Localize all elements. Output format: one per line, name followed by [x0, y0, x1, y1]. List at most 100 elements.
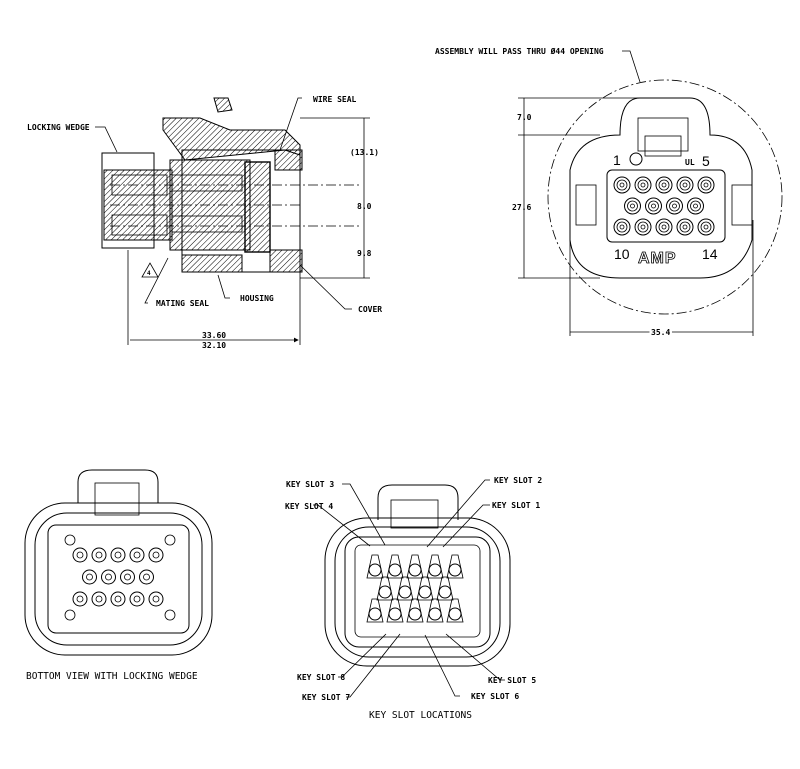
pin-cavity — [616, 221, 628, 233]
pin-cavity — [672, 203, 677, 209]
side-section-view: 4 LOCKING WEDGE WIRE SEAL MATING SEAL HO… — [27, 95, 382, 350]
pin-cavity — [700, 179, 712, 191]
pin-cavity — [428, 607, 442, 621]
label-key-slot-7: KEY SLOT 7 — [302, 693, 350, 702]
pin-cavity — [72, 591, 88, 607]
pin-cavity — [148, 591, 164, 607]
pin-cavity — [86, 573, 93, 581]
cavity-1-number: 1 — [613, 152, 621, 168]
label-key-slot-1: KEY SLOT 1 — [492, 501, 540, 510]
pin-cavity — [690, 200, 701, 212]
pin-cavity — [661, 182, 667, 188]
pin-cavity — [152, 595, 160, 603]
pin-cavity — [110, 591, 126, 607]
cavity-10-number: 10 — [614, 246, 630, 262]
pin-cavity — [416, 576, 434, 601]
pin-cavity — [627, 200, 638, 212]
pin-cavity — [682, 224, 688, 230]
pin-cavity — [658, 179, 670, 191]
label-key-slot-2: KEY SLOT 2 — [494, 476, 542, 485]
pin-cavity — [114, 551, 122, 559]
pin-cavity — [645, 197, 662, 215]
pin-cavity — [388, 607, 402, 621]
pin-cavity — [616, 179, 628, 191]
pin-cavity — [101, 569, 116, 585]
pin-cavity — [114, 595, 122, 603]
amp-logo: AMP — [638, 250, 677, 267]
pin-cavity — [366, 554, 384, 579]
pin-cavity — [634, 176, 652, 194]
pin-cavity — [651, 203, 656, 209]
pin-cavity — [679, 179, 691, 191]
pin-cavity — [446, 554, 464, 579]
pin-cavity — [124, 573, 131, 581]
opening-note: ASSEMBLY WILL PASS THRU Ø44 OPENING — [435, 46, 604, 56]
pin-cavity — [133, 551, 141, 559]
pin-cavity — [398, 585, 412, 599]
pin-cavity — [648, 200, 659, 212]
pin-cavity — [91, 547, 107, 563]
pin-cavity — [630, 203, 635, 209]
pin-cavity — [703, 182, 709, 188]
pin-cavity — [368, 563, 382, 577]
pin-cavity — [697, 176, 715, 194]
pin-cavity — [91, 591, 107, 607]
pin-cavity — [703, 224, 709, 230]
pin-cavity — [634, 218, 652, 236]
label-key-slot-6: KEY SLOT 6 — [471, 692, 519, 701]
pin-cavity — [428, 563, 442, 577]
pin-cavity — [693, 203, 698, 209]
pin-cavity — [406, 554, 424, 579]
opening-circle — [547, 79, 783, 315]
front-view: ASSEMBLY WILL PASS THRU Ø44 OPENING 1 UL… — [435, 46, 783, 339]
cavity-5-number: 5 — [702, 153, 710, 169]
pin-cavity — [679, 221, 691, 233]
pin-cavity — [95, 595, 103, 603]
pin-cavity — [82, 569, 97, 585]
pin-cavity — [697, 218, 715, 236]
pin-cavity — [133, 595, 141, 603]
dim-bottom: 9.8 — [357, 249, 372, 258]
ul-mark-icon: UL — [685, 158, 695, 167]
pin-cavity — [120, 569, 135, 585]
pin-cavity — [105, 573, 112, 581]
connector-face — [569, 97, 753, 279]
pin-cavity — [676, 218, 694, 236]
dim-latch-height: 7.0 — [517, 113, 532, 122]
pin-cavity — [448, 607, 462, 621]
csa-mark-icon — [629, 152, 643, 166]
label-mating-seal: MATING SEAL — [156, 299, 209, 308]
dim-length-min: 32.10 — [202, 341, 226, 350]
pin-cavity — [368, 607, 382, 621]
pin-cavity — [426, 554, 444, 579]
label-key-slot-4: KEY SLOT 4 — [285, 502, 333, 511]
pin-cavity — [446, 598, 464, 623]
pin-cavity — [655, 218, 673, 236]
pin-cavity — [148, 547, 164, 563]
pin-cavity — [637, 179, 649, 191]
pin-cavity — [448, 563, 462, 577]
pin-cavity — [76, 595, 84, 603]
pin-cavity — [76, 551, 84, 559]
pin-cavity — [152, 551, 160, 559]
pin-cavity — [406, 598, 424, 623]
pin-cavity — [139, 569, 154, 585]
cavity-14-number: 14 — [702, 246, 718, 262]
label-key-slot-5: KEY SLOT 5 — [488, 676, 536, 685]
bottom-view-caption: BOTTOM VIEW WITH LOCKING WEDGE — [26, 671, 198, 682]
pin-cavity — [619, 182, 625, 188]
label-key-slot-3: KEY SLOT 3 — [286, 480, 334, 489]
pin-cavity — [687, 197, 704, 215]
note-marker: 4 — [147, 270, 151, 277]
pin-cavity — [143, 573, 150, 581]
dim-height: 27.6 — [512, 203, 531, 212]
pin-cavity — [700, 221, 712, 233]
pin-cavity — [366, 598, 384, 623]
pin-cavity — [72, 547, 88, 563]
pin-cavity — [655, 176, 673, 194]
pin-cavity — [110, 547, 126, 563]
pin-cavity — [676, 176, 694, 194]
label-wire-seal: WIRE SEAL — [313, 95, 357, 104]
pin-cavity — [408, 563, 422, 577]
